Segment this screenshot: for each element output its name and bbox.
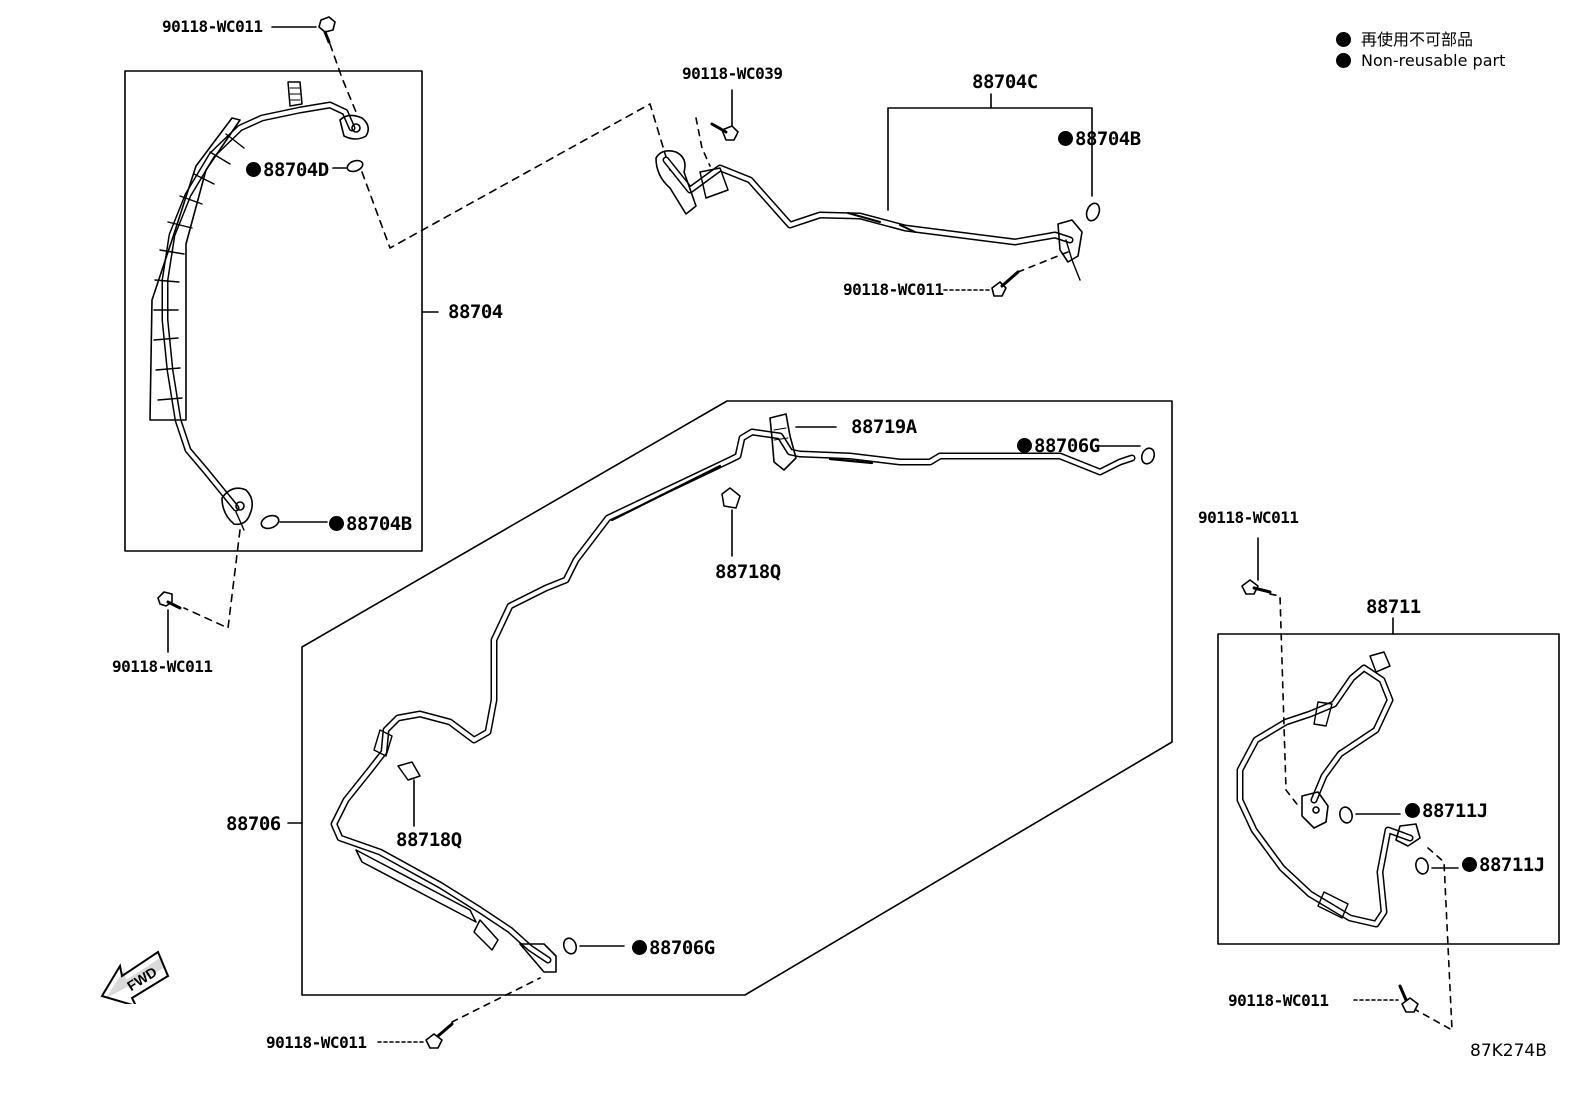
non-reusable-icon: [329, 516, 344, 531]
label-88711j-b[interactable]: 88711J: [1462, 856, 1545, 875]
label-88704b-left[interactable]: 88704B: [329, 515, 412, 534]
label-88704c[interactable]: 88704C: [972, 71, 1038, 93]
bullet-icon: [1336, 32, 1351, 47]
label-90118-wc011-e[interactable]: 90118-WC011: [1198, 508, 1299, 527]
label-90118-wc039[interactable]: 90118-WC039: [682, 64, 783, 83]
diagram-code: 87K274B: [1470, 1041, 1547, 1061]
label-88718q-bottom[interactable]: 88718Q: [396, 829, 462, 851]
label-88704d[interactable]: 88704D: [246, 161, 329, 180]
non-reusable-icon: [1017, 438, 1032, 453]
label-88704b-right[interactable]: 88704B: [1058, 130, 1141, 149]
bolt-90118-wc011-d: [425, 1022, 454, 1049]
bolt-90118-wc011-f: [1398, 984, 1419, 1013]
label-90118-wc011-d[interactable]: 90118-WC011: [266, 1033, 367, 1052]
legend-label: 再使用不可部品: [1361, 30, 1474, 49]
non-reusable-icon: [246, 162, 261, 177]
non-reusable-icon: [1405, 803, 1420, 818]
clamp-88719a: [769, 413, 797, 471]
o-ring-88704b-left: [260, 514, 280, 530]
fwd-arrow-icon: FWD: [100, 950, 170, 1004]
clip-88718q-bottom: [397, 761, 421, 781]
label-90118-wc011-b[interactable]: 90118-WC011: [112, 657, 213, 676]
o-ring-88704d: [346, 159, 364, 173]
frame-88706: [301, 400, 1173, 996]
bullet-icon: [1336, 53, 1351, 68]
bolt-90118-wc011-b: [157, 591, 182, 610]
bolt-90118-wc011-a: [318, 16, 336, 44]
non-reusable-icon: [1462, 857, 1477, 872]
bolt-90118-wc039: [710, 122, 739, 141]
o-ring-88706g-top: [1140, 447, 1156, 465]
label-88706[interactable]: 88706: [226, 813, 281, 835]
label-88706g-top[interactable]: 88706G: [1017, 437, 1100, 456]
o-ring-88711j-a: [1339, 806, 1353, 824]
legend-item-non-reusable-en: Non-reusable part: [1336, 51, 1505, 70]
label-90118-wc011-c[interactable]: 90118-WC011: [843, 280, 944, 299]
label-88706g-bottom[interactable]: 88706G: [632, 939, 715, 958]
o-ring-88704b-right: [1085, 202, 1101, 222]
clip-88718q-top: [721, 487, 741, 509]
non-reusable-icon: [632, 940, 647, 955]
legend-label: Non-reusable part: [1361, 51, 1506, 70]
label-90118-wc011-a[interactable]: 90118-WC011: [162, 17, 263, 36]
bolt-90118-wc011-e: [1241, 579, 1272, 595]
frame-88711: [1217, 633, 1560, 945]
pipe-88706: [330, 428, 1136, 973]
bolt-90118-wc011-c: [991, 270, 1020, 297]
label-88704[interactable]: 88704: [448, 301, 503, 323]
label-90118-wc011-f[interactable]: 90118-WC011: [1228, 991, 1329, 1010]
label-88711j-a[interactable]: 88711J: [1405, 802, 1488, 821]
non-reusable-icon: [1058, 131, 1073, 146]
legend-item-non-reusable-jp: 再使用不可部品: [1336, 26, 1473, 50]
o-ring-88711j-b: [1415, 857, 1429, 875]
o-ring-88706g-bottom: [562, 937, 578, 955]
frame-88704: [124, 70, 423, 552]
hose-88704c: [655, 150, 1083, 281]
label-88711[interactable]: 88711: [1366, 596, 1421, 618]
hose-88704: [149, 81, 370, 531]
label-88719a[interactable]: 88719A: [851, 416, 917, 438]
label-88718q-top[interactable]: 88718Q: [715, 561, 781, 583]
hose-88711: [1236, 651, 1421, 928]
